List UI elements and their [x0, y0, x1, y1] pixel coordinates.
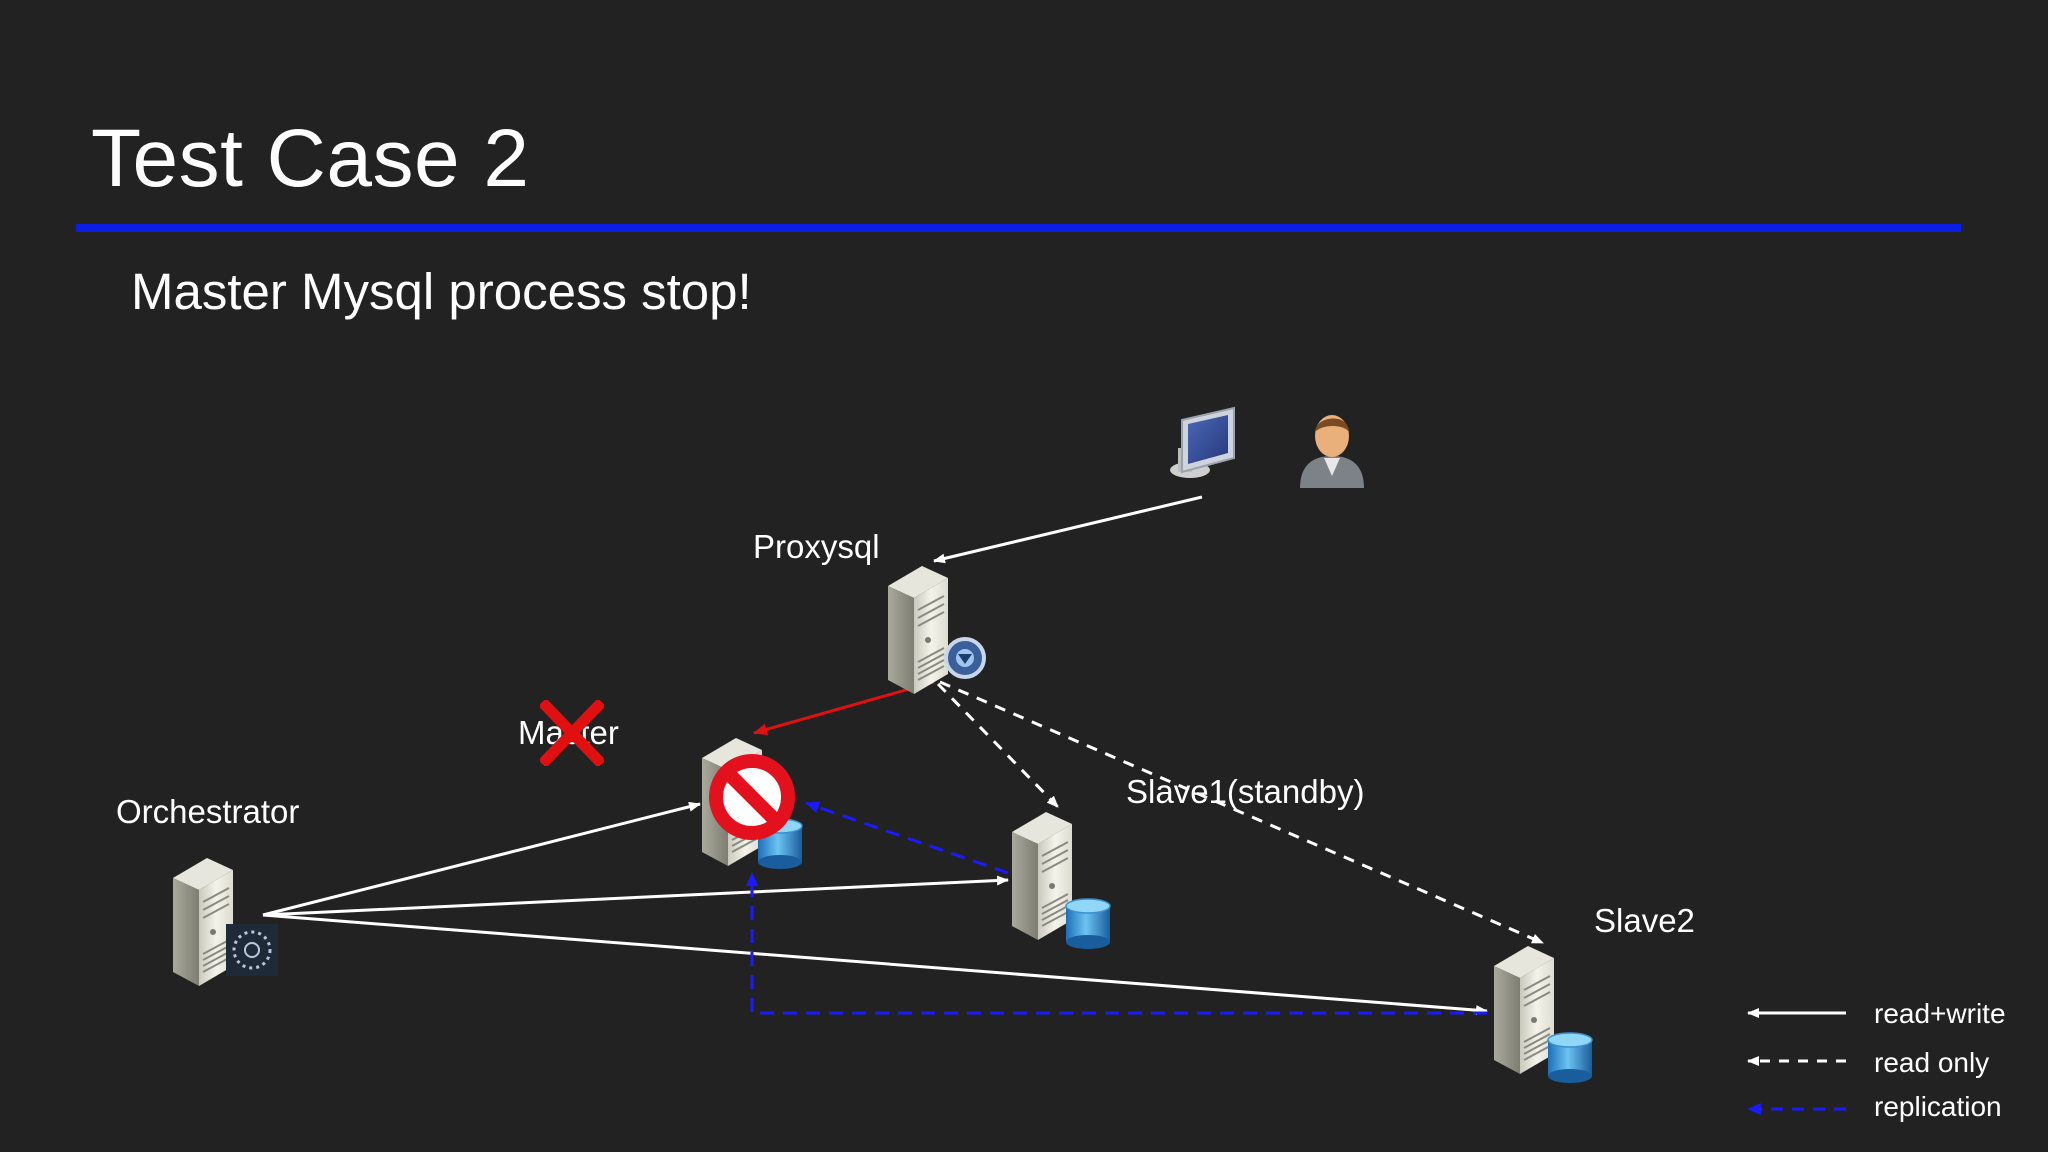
- slave2-to-master-replication: [746, 872, 1487, 1015]
- client-to-proxysql-link: [933, 495, 1203, 564]
- orchestrator-server-icon: [172, 857, 278, 987]
- orchestrator-label: Orchestrator: [116, 793, 300, 830]
- legend-read-only-label: read only: [1874, 1047, 1990, 1078]
- user-icon: [1300, 415, 1364, 488]
- slide-subtitle: Master Mysql process stop!: [131, 263, 752, 320]
- proxysql-server-icon: [887, 565, 986, 695]
- legend-replication-label: replication: [1874, 1091, 2002, 1122]
- orchestrator-to-master-link: [262, 801, 701, 917]
- proxysql-to-master-link: [753, 680, 935, 736]
- proxysql-label: Proxysql: [753, 528, 880, 565]
- slave1-label: Slave1(standby): [1126, 773, 1365, 810]
- title-divider: [76, 224, 1961, 232]
- slide-title: Test Case 2: [91, 113, 530, 204]
- prohibited-icon: [709, 754, 795, 840]
- slave1-server-icon: [1011, 811, 1111, 950]
- legend-read-write-label: read+write: [1874, 998, 2006, 1029]
- slave1-to-master-replication: [805, 801, 1009, 875]
- proxysql-to-slave2-link: [939, 680, 1544, 945]
- proxysql-to-slave1-link: [936, 682, 1060, 809]
- computer-monitor-icon: [1170, 406, 1235, 478]
- slave2-server-icon: [1493, 945, 1593, 1084]
- slave2-label: Slave2: [1594, 902, 1695, 939]
- red-x-icon: [540, 700, 604, 766]
- orchestrator-to-slave2-link: [262, 913, 1488, 1016]
- orchestrator-to-slave1-link: [262, 875, 1009, 917]
